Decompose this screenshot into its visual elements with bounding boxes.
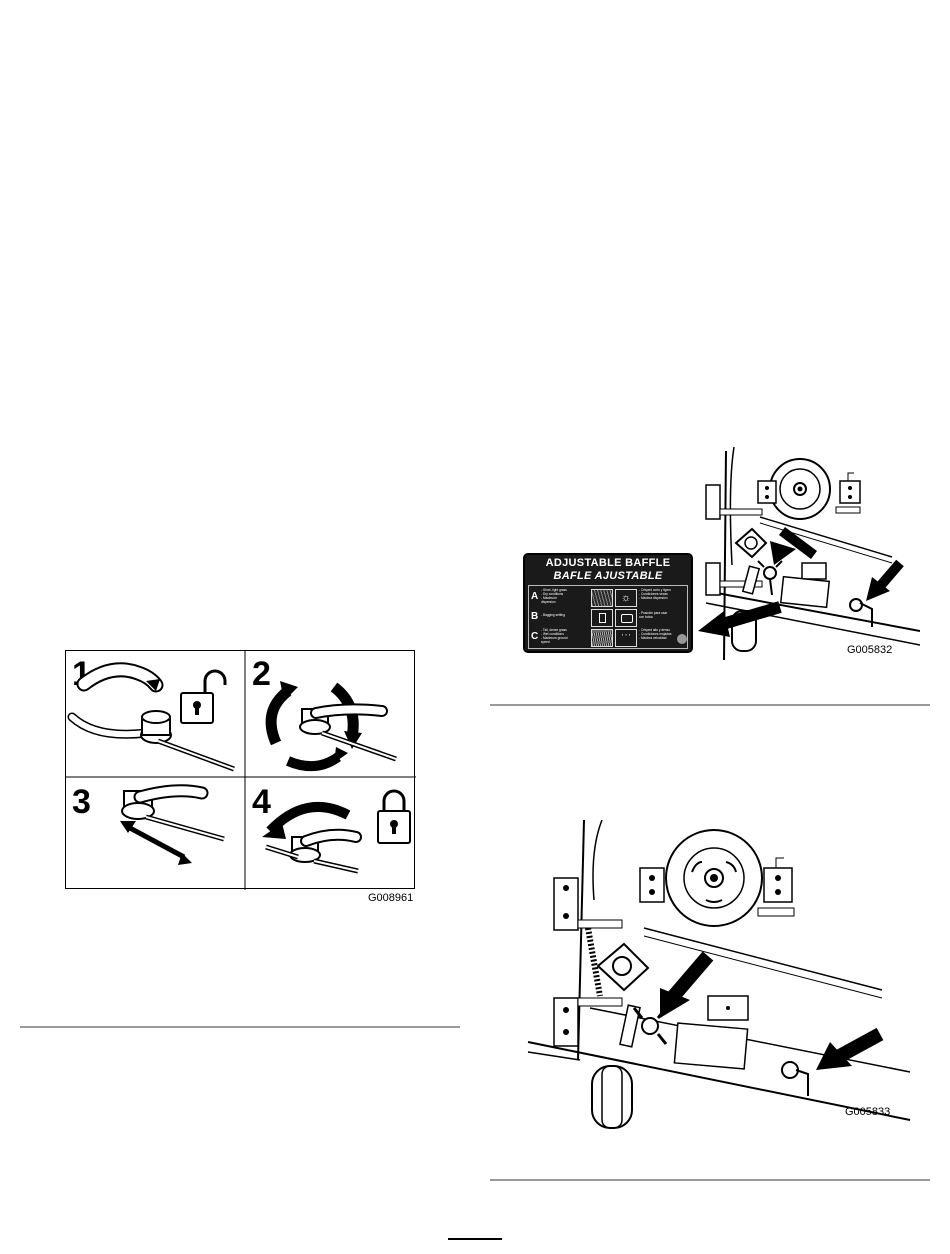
bag-icon (591, 609, 613, 627)
step-number-3: 3 (72, 783, 91, 821)
section-divider-left (20, 1026, 460, 1028)
decal-row-right-text: - Césped corto y ligero - Condiciones se… (639, 588, 672, 600)
decal-subtitle: BAFLE AJUSTABLE (553, 570, 663, 582)
decal-title: ADJUSTABLE BAFFLE (545, 557, 671, 569)
step-number-2: 2 (252, 655, 271, 693)
decal-row-letter: C (531, 631, 539, 642)
short-grass-icon (591, 589, 613, 607)
deck-drawing-bottom (527, 820, 911, 1129)
figure-baffle-mount (520, 820, 920, 1130)
decal-row-left-text: - Bagging setting (541, 613, 565, 617)
arrow-icon (779, 527, 817, 559)
figure-code-baffle-mount: G005833 (845, 1106, 891, 1118)
sun-icon: ☼ (615, 589, 637, 607)
decal-seal-icon (677, 634, 687, 644)
lock-icon (377, 789, 411, 844)
decal-row-left-text: - Tall, dense grass - Wet conditions - M… (541, 628, 568, 644)
deck-drawing-top (698, 446, 920, 660)
decal-row-letter: B (531, 611, 539, 622)
decal-row-a: A - Short, light grass - Dry conditions … (531, 588, 687, 608)
decal-body (528, 585, 688, 649)
latch-handle-step1 (67, 662, 235, 772)
figure-code-baffle-decal: G005832 (847, 644, 893, 656)
adjustable-baffle-decal: ADJUSTABLE BAFFLE BAFLE AJUSTABLE A - Sh… (523, 553, 693, 653)
slide-arrow-icon (120, 821, 192, 865)
decal-row-b: B - Bagging setting - Posición para usar… (531, 608, 687, 628)
latch-steps-drawing: 1 2 (66, 651, 416, 890)
latch-handle-step4 (265, 828, 362, 874)
decal-row-letter: A (531, 591, 539, 602)
latch-handle-step2 (299, 703, 397, 762)
decal-row-left-text: - Short, light grass - Dry conditions - … (541, 588, 567, 604)
turn-arrow-icon (262, 802, 351, 839)
page-number-underline (448, 1238, 502, 1240)
latch-handle-step3 (121, 784, 225, 842)
section-divider-right-1 (490, 704, 930, 706)
bagger-icon (615, 609, 637, 627)
arrow-icon (666, 951, 714, 1003)
tall-grass-icon (591, 629, 613, 647)
arrow-icon (724, 601, 782, 629)
section-divider-right-2 (490, 1179, 930, 1181)
figure-code-latch: G008961 (368, 892, 414, 904)
decal-row-c: C - Tall, dense grass - Wet conditions -… (531, 628, 687, 648)
figure-latch-steps: 1 2 (65, 650, 416, 890)
decal-row-right-text: - Posición para usar con bolsa (639, 611, 668, 619)
figure-baffle-decal: ADJUSTABLE BAFFLE BAFLE AJUSTABLE A - Sh… (520, 445, 920, 660)
unlock-icon (180, 669, 227, 724)
step-number-4: 4 (252, 783, 271, 821)
arrow-icon (832, 1027, 884, 1065)
rain-icon: ' ' ' (615, 629, 637, 647)
decal-row-right-text: - Césped alto y denso - Condiciones moja… (639, 628, 672, 640)
